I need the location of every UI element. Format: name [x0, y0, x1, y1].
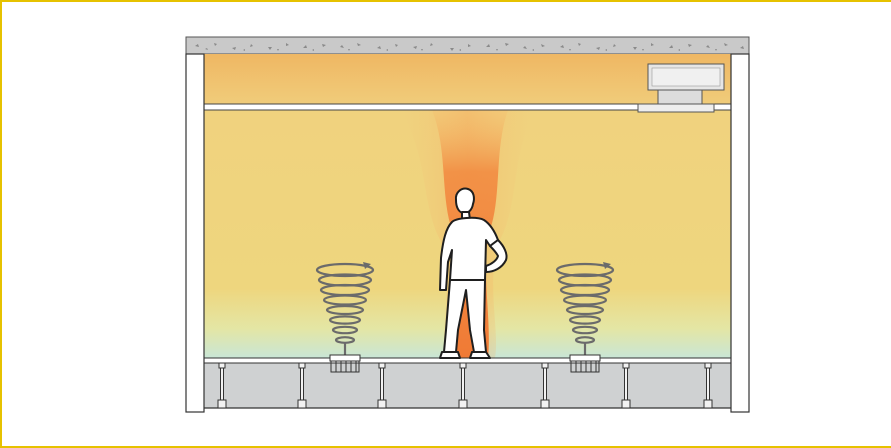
ceiling-plenum	[204, 54, 731, 104]
left-wall	[185, 53, 205, 413]
right-wall	[730, 53, 750, 413]
floor-pedestal-icon	[217, 362, 713, 409]
swirl-diffuser-icon	[315, 262, 375, 373]
ceiling-unit-icon	[637, 63, 725, 113]
swirl-diffuser-icon-2	[555, 262, 615, 373]
outer-frame-bottom	[0, 446, 891, 448]
concrete-slab	[185, 36, 750, 55]
person-icon	[439, 187, 508, 359]
